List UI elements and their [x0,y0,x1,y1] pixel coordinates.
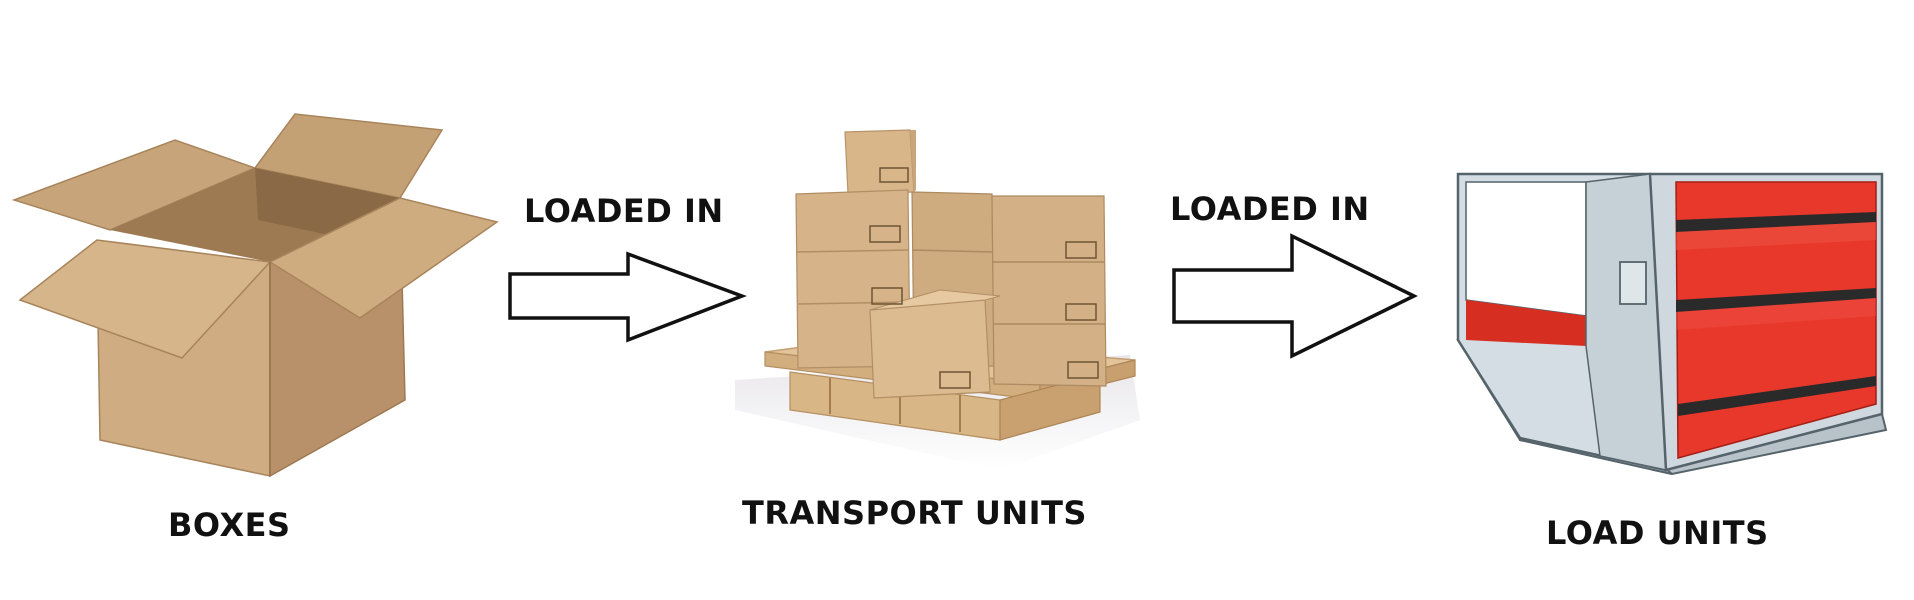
right-arrow-icon [508,251,747,343]
open-cardboard-box-icon [11,113,499,478]
stage-label-transport-units: TRANSPORT UNITS [742,494,1087,532]
stage-label-boxes: BOXES [168,506,291,544]
connector-label-loaded-in: LOADED IN [1170,190,1370,228]
right-arrow-icon [1172,233,1418,359]
air-cargo-container-icon [1456,172,1888,476]
stage-label-load-units: LOAD UNITS [1546,514,1769,552]
connector-label-loaded-in: LOADED IN [524,192,724,230]
pallet-with-boxes-icon [735,129,1140,470]
